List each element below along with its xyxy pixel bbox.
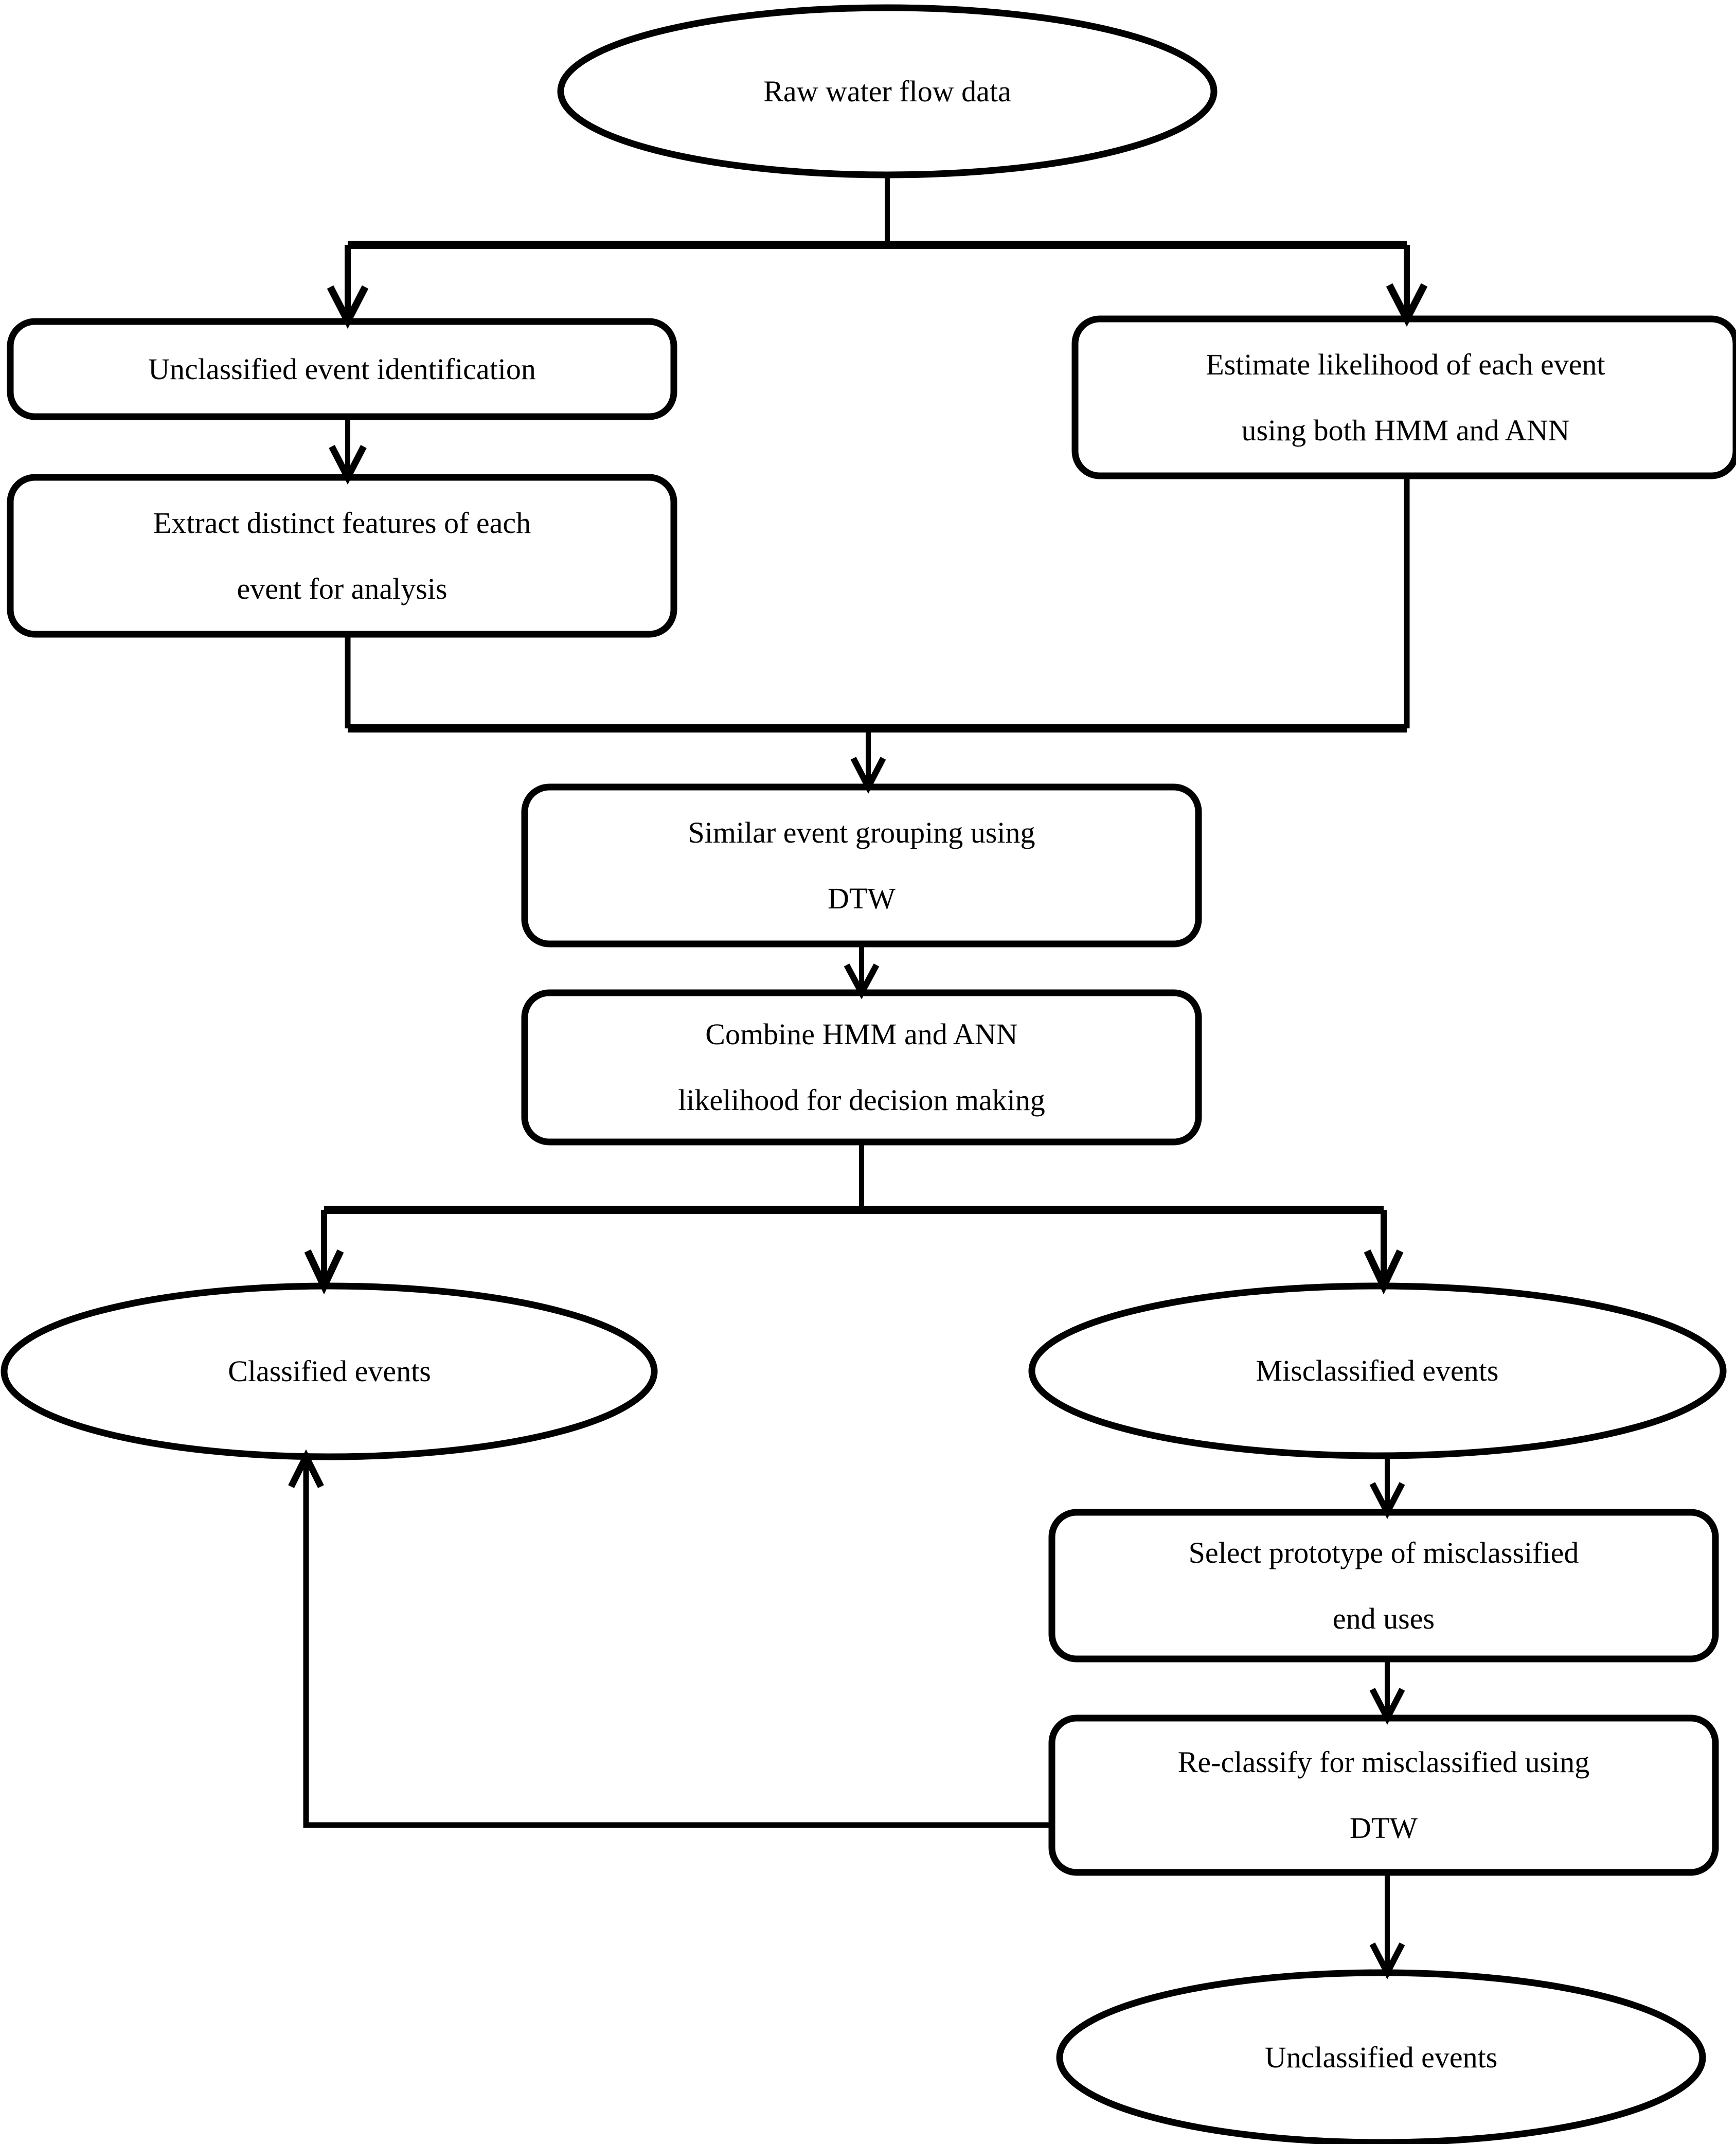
arrowhead-split-to-estimate-likelihood	[1386, 283, 1428, 327]
node-select-prototype[interactable]	[1052, 1512, 1715, 1659]
node-combine-hmm-ann[interactable]	[525, 993, 1198, 1142]
node-shape-classified-events	[1, 1282, 658, 1460]
node-shape-select-prototype	[1048, 1509, 1719, 1663]
node-shape-misclassified-events	[1028, 1282, 1727, 1459]
node-unclassified-event-identification[interactable]	[10, 321, 674, 417]
arrowhead-split-to-misclassified	[1364, 1249, 1404, 1295]
node-extract-distinct-features[interactable]	[10, 477, 674, 634]
node-re-classify-misclassified[interactable]	[1052, 1718, 1715, 1872]
node-raw-water-flow-data[interactable]	[561, 8, 1214, 175]
arrowhead-split-to-unclassified-identification	[327, 285, 369, 329]
node-shape-extract-distinct-features	[7, 474, 677, 638]
node-shape-re-classify-misclassified	[1048, 1714, 1719, 1876]
arrowhead-misclassified-to-select-prototype	[1369, 1482, 1405, 1520]
node-estimate-likelihood[interactable]	[1075, 319, 1736, 476]
node-misclassified-events[interactable]	[1031, 1286, 1723, 1456]
edge-reclassify-feedback-to-classified	[303, 1458, 1052, 1828]
node-unclassified-events[interactable]	[1060, 1973, 1703, 2142]
arrowhead-unclassified-identification-to-extract	[329, 445, 367, 485]
arrowhead-split-to-classified	[304, 1249, 344, 1295]
arrowhead-select-prototype-to-reclassify	[1369, 1688, 1405, 1725]
node-shape-unclassified-event-identification	[7, 318, 677, 420]
node-shape-unclassified-events	[1056, 1969, 1706, 2144]
node-classified-events[interactable]	[4, 1286, 655, 1457]
node-similar-event-grouping[interactable]	[525, 787, 1198, 944]
arrowhead-reclassify-feedback-to-classified	[288, 1449, 324, 1488]
arrowhead-reclassify-to-unclassified	[1369, 1942, 1405, 1980]
arrowhead-similar-grouping-to-combine	[844, 963, 880, 999]
arrowhead-merge-to-similar-grouping	[850, 757, 886, 794]
